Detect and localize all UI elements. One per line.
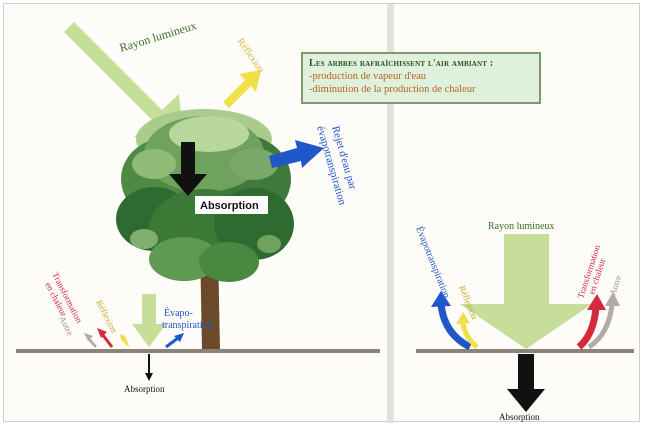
- panel-divider: [387, 4, 394, 423]
- reflection-arrow: [223, 70, 261, 108]
- callout-line-2: -diminution de la production de chaleur: [309, 84, 476, 95]
- label-rayon-right: Rayon lumineux: [488, 221, 554, 232]
- small-evapo-arrow: [165, 336, 179, 349]
- right-transformation-head: [587, 294, 606, 310]
- label-evapo-line1: Évapo-: [164, 307, 193, 319]
- label-reflexion: Réflexion: [235, 36, 267, 75]
- ground-line-left: [16, 349, 380, 353]
- tree-crown: [116, 109, 294, 282]
- label-rayon-lumineux: Rayon lumineux: [118, 18, 198, 55]
- callout-line-1: -production de vapeur d'eau: [309, 71, 427, 82]
- small-reflection-arrow: [120, 334, 129, 347]
- small-transformation-arrow: [100, 333, 114, 348]
- light-ray-arrow: [46, 22, 184, 144]
- ground-line-right: [416, 349, 634, 353]
- ground-absorption-head: [145, 373, 153, 381]
- right-autre-head: [605, 292, 620, 306]
- right-autre-arrow: [587, 303, 615, 350]
- right-absorption-arrow: [507, 354, 545, 412]
- label-absorption-ground: Absorption: [124, 384, 165, 394]
- absorption-label-box: [195, 196, 268, 214]
- right-reflection-arrow: [460, 321, 479, 349]
- right-reflection-head: [456, 312, 470, 324]
- label-evapo-line2: transpiration: [162, 320, 213, 331]
- right-light-arrow: [460, 234, 592, 349]
- diagram-frame: Rayon lumineux Réflexion Rejet d'eau par…: [3, 3, 640, 423]
- label-evapotranspiration-right: Évapotranspiration: [413, 225, 453, 300]
- label-autre-right: Autre: [607, 274, 623, 297]
- small-transformation-head: [97, 328, 107, 338]
- ground-light-arrow: [132, 294, 166, 347]
- right-evapo-head: [431, 291, 451, 307]
- small-autre-head: [84, 333, 93, 341]
- info-callout-box: Les arbres rafraîchissent l'air ambiant …: [301, 52, 541, 104]
- label-absorption-right: Absorption: [499, 412, 540, 422]
- label-reflexion-right: Réflexion: [457, 284, 480, 321]
- right-evapo-arrow: [437, 303, 472, 351]
- callout-title: Les arbres rafraîchissent l'air ambiant …: [309, 58, 494, 69]
- evapotranspiration-arrow: [269, 140, 324, 168]
- diagram-canvas: Rayon lumineux Réflexion Rejet d'eau par…: [16, 4, 634, 423]
- label-absorption-tree: Absorption: [200, 200, 259, 212]
- small-evapo-head: [174, 333, 184, 342]
- right-transformation-arrow: [576, 306, 600, 350]
- absorption-arrow: [169, 142, 207, 196]
